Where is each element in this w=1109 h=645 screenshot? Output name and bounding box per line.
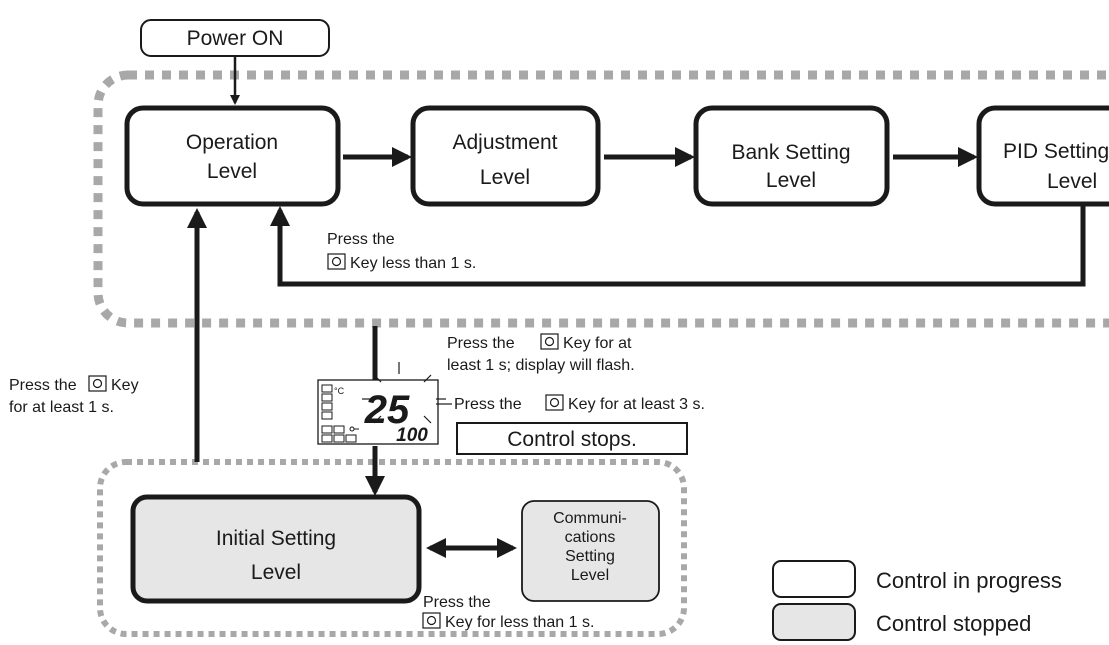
note-comm-line-1: Press the bbox=[423, 594, 491, 611]
communications-setting-level-box: Communi- cations Setting Level bbox=[521, 500, 660, 602]
bank-setting-level-label-1: Bank Setting bbox=[731, 141, 850, 164]
communications-level-label-2: cations bbox=[565, 529, 616, 546]
initial-setting-level-label-1: Initial Setting bbox=[216, 527, 336, 550]
control-stops-box: Control stops. bbox=[456, 422, 688, 455]
bank-setting-level-box: Bank Setting Level bbox=[693, 105, 890, 207]
key-icon bbox=[88, 375, 107, 392]
legend-stopped-label: Control stopped bbox=[876, 611, 1031, 636]
key-icon bbox=[540, 333, 559, 350]
key-icon bbox=[327, 253, 346, 270]
note-return-line-2: Key less than 1 s. bbox=[350, 255, 476, 272]
pid-setting-level-label-1: PID Setting bbox=[1003, 140, 1109, 163]
key-icon bbox=[422, 612, 441, 629]
note-comm-line-2: Key for less than 1 s. bbox=[445, 614, 594, 631]
note-flash-line-2: Key for at bbox=[563, 335, 632, 352]
adjustment-level-label-1: Adjustment bbox=[452, 131, 557, 154]
display-sv: 100 bbox=[396, 425, 428, 446]
adjustment-level-box: Adjustment Level bbox=[410, 105, 601, 207]
legend-in-progress-label: Control in progress bbox=[876, 568, 1062, 593]
bank-setting-level-label-2: Level bbox=[766, 169, 816, 192]
key-icon bbox=[545, 394, 564, 411]
note-left-line-3: for at least 1 s. bbox=[9, 399, 114, 416]
legend: Control in progress Control stopped bbox=[772, 560, 1062, 641]
note-flash-line-3: least 1 s; display will flash. bbox=[447, 357, 635, 374]
key-icon bbox=[549, 397, 560, 408]
communications-level-label-3: Setting bbox=[565, 548, 615, 565]
controller-display: °C 25 100 bbox=[317, 379, 439, 446]
communications-level-label-1: Communi- bbox=[553, 510, 627, 527]
legend-in-progress-swatch bbox=[772, 560, 856, 598]
operation-level-box: Operation Level bbox=[124, 105, 341, 207]
power-on-node: Power ON bbox=[140, 19, 330, 57]
operation-level-label-1: Operation bbox=[186, 131, 278, 154]
arrow-return-to-operation bbox=[270, 206, 1086, 287]
adjustment-level-label-2: Level bbox=[480, 166, 530, 189]
operation-group-region bbox=[93, 70, 1109, 328]
key-lock-icon bbox=[349, 426, 359, 432]
note-return-line-1: Press the bbox=[327, 231, 395, 248]
key-icon bbox=[544, 336, 555, 347]
display-unit: °C bbox=[334, 386, 345, 396]
note-3s-prefix: Press the bbox=[454, 396, 522, 413]
key-icon bbox=[331, 256, 342, 267]
flash-indicator bbox=[362, 362, 446, 424]
initial-group-region bbox=[97, 459, 687, 637]
note-flash-line-1: Press the bbox=[447, 335, 515, 352]
key-icon bbox=[426, 615, 437, 626]
communications-level-label-4: Level bbox=[571, 567, 609, 584]
initial-setting-level-box: Initial Setting Level bbox=[130, 494, 422, 604]
note-left-line-2: Key bbox=[111, 377, 139, 394]
display-pv: 25 bbox=[364, 388, 410, 432]
legend-stopped-swatch bbox=[772, 603, 856, 641]
operation-level-label-2: Level bbox=[207, 160, 257, 183]
initial-setting-level-label-2: Level bbox=[251, 561, 301, 584]
note-left-line-1: Press the bbox=[9, 377, 77, 394]
note-3s-suffix: Key for at least 3 s. bbox=[568, 396, 705, 413]
pid-setting-level-box: PID Setting Level bbox=[976, 105, 1109, 207]
pid-setting-level-label-2: Level bbox=[1047, 170, 1097, 193]
key-icon bbox=[92, 378, 103, 389]
power-on-label: Power ON bbox=[187, 27, 284, 50]
control-stops-label: Control stops. bbox=[507, 428, 637, 451]
